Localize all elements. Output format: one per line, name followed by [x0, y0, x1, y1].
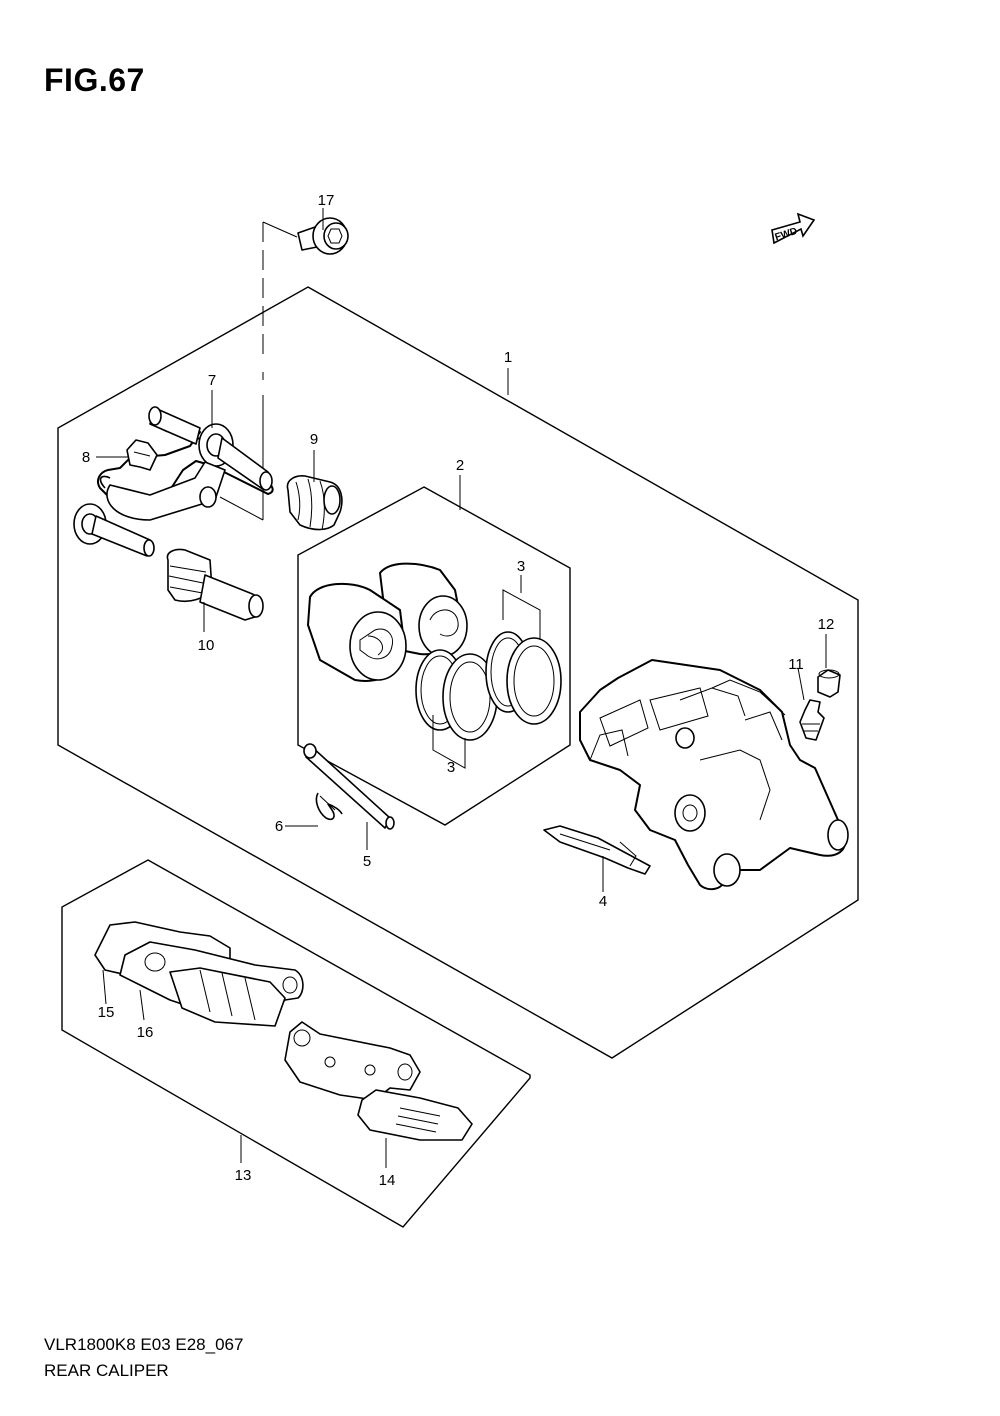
clip-6-part: [315, 792, 343, 821]
bolt-bracket-lines: [219, 221, 298, 521]
leader-lines: [96, 208, 827, 1168]
callout-11: 11: [788, 656, 804, 673]
brake-pad-13-part: [284, 1021, 421, 1101]
pad-spring-8-part: [126, 439, 158, 471]
callout-7: 7: [208, 372, 216, 389]
bolt-17-part: [297, 217, 349, 255]
callout-15: 15: [98, 1004, 115, 1021]
diagram-name: REAR CALIPER: [44, 1361, 169, 1380]
callout-17: 17: [318, 192, 335, 209]
callout-12: 12: [818, 616, 835, 633]
callout-1: 1: [504, 349, 512, 366]
caliper-assembly-outline: [57, 286, 859, 1059]
slide-pin-10-part: [166, 548, 264, 621]
callout-6: 6: [275, 818, 283, 835]
pad-spring-4-part: [543, 825, 651, 875]
caliper-bracket-7-part: [73, 406, 274, 557]
boot-9-part: [286, 475, 343, 531]
fwd-arrow-icon: FWD: [771, 212, 816, 245]
diagram-code: VLR1800K8 E03 E28_067: [44, 1335, 244, 1354]
bleeder-valve-11-part: [799, 699, 825, 741]
callout-16: 16: [137, 1024, 154, 1041]
callout-8: 8: [82, 449, 90, 466]
figure-title: FIG.67: [44, 62, 145, 98]
callout-3-bottom: 3: [447, 759, 455, 776]
callout-3-top: 3: [517, 558, 525, 575]
caliper-body-part: [579, 659, 849, 891]
pad-pin-5-part: [303, 743, 395, 830]
piston-seals-3-part: [415, 631, 562, 741]
callout-5: 5: [363, 853, 371, 870]
callout-labels: 17 1 7 9 8 2 3 10 12 11 3 6 5 4 15 16 13…: [82, 192, 835, 1189]
brake-pad-16-part: [119, 941, 304, 1027]
pad-set-outline: [61, 859, 531, 1228]
callout-14: 14: [379, 1172, 396, 1189]
piston-set-outline: [297, 486, 571, 826]
callout-2: 2: [456, 457, 464, 474]
callout-9: 9: [310, 431, 318, 448]
callout-4: 4: [599, 893, 607, 910]
callout-10: 10: [198, 637, 215, 654]
bleeder-cap-12-part: [817, 669, 841, 698]
pistons-2-part: [307, 562, 468, 682]
callout-13: 13: [235, 1167, 252, 1184]
shim-14-part: [357, 1089, 473, 1141]
